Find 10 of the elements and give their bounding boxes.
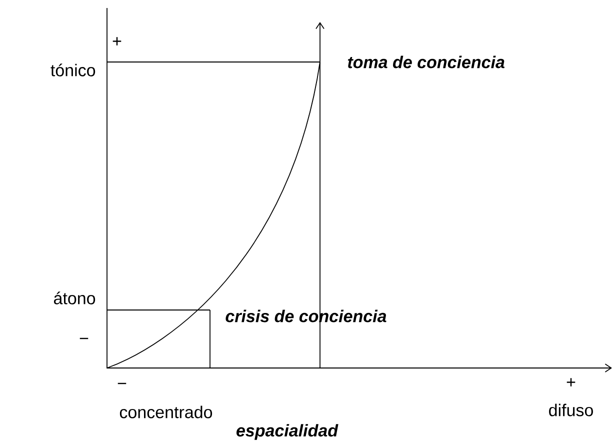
axis-label: + xyxy=(112,37,122,46)
axis-label: átono xyxy=(54,292,96,304)
axis-label: concentrado xyxy=(120,406,212,418)
curve-label: toma de conciencia xyxy=(348,56,504,68)
axis-label: − xyxy=(118,382,126,384)
axis-title: espacialidad xyxy=(236,424,338,440)
axis-label: − xyxy=(80,338,88,340)
axis-label: difuso xyxy=(549,404,593,416)
axis-label: + xyxy=(566,378,576,386)
axis-label: tónico xyxy=(50,64,96,76)
